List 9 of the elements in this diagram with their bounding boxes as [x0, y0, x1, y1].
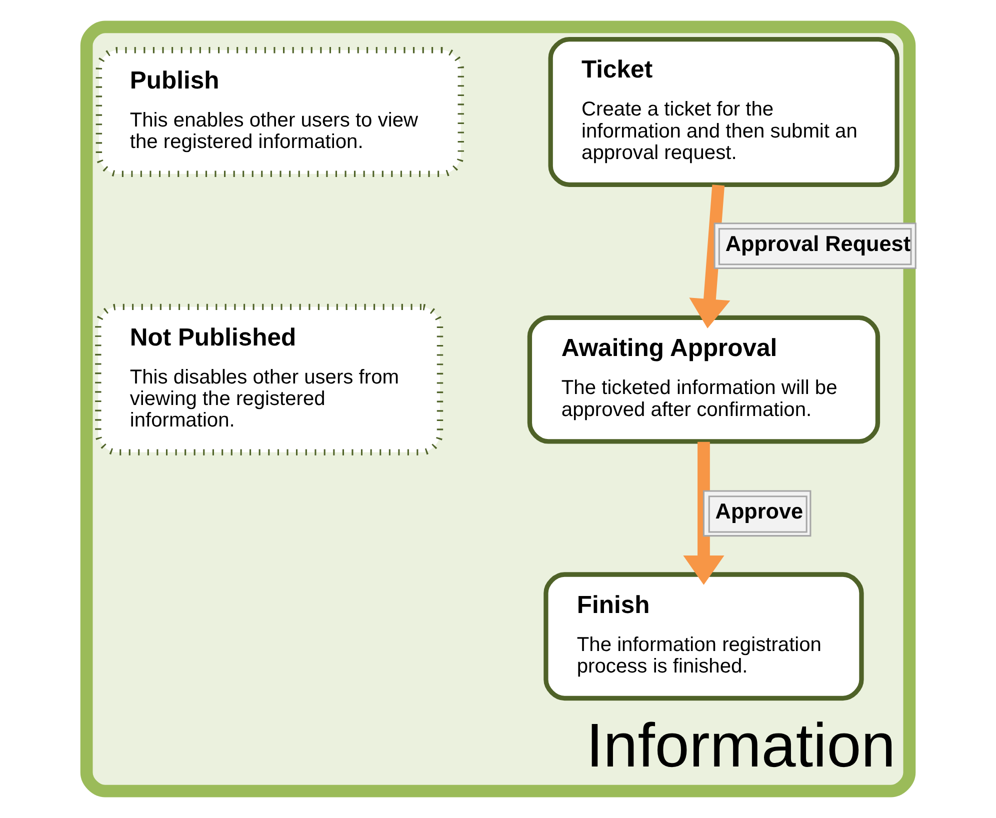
edge-label: Approve	[715, 498, 804, 524]
arrow	[689, 184, 730, 328]
node-box: Publish This enables other users to view the registered information.	[96, 47, 464, 177]
edge-label: Approval Request	[725, 230, 911, 256]
arrow	[683, 442, 724, 585]
node-box: Awaiting Approval The ticketed information will be approved after confirmation.	[527, 315, 880, 444]
node-box: Finish The information registration process is finished.	[544, 572, 864, 701]
node-box: Not Published This disables other users from viewing the registered information.	[95, 304, 444, 456]
node-box: Ticket Create a ticket for the information and then submit an approval request.	[548, 37, 900, 188]
